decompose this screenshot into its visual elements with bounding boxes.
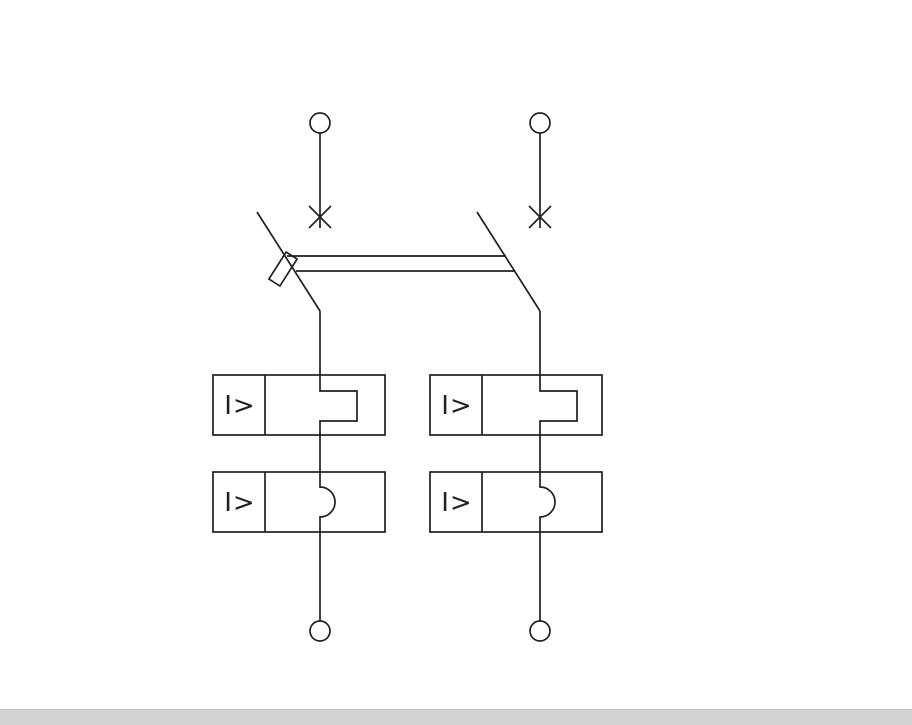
fixed-contact-cross-right	[528, 205, 552, 229]
thermal-release-left	[212, 471, 386, 533]
overcurrent-label: I>	[441, 391, 472, 421]
overcurrent-label: I>	[224, 391, 255, 421]
magnetic-release-symbol	[319, 375, 358, 435]
terminal-top-right	[529, 112, 551, 134]
release-labels: I> I> I> I>	[224, 391, 472, 518]
overcurrent-label: I>	[441, 488, 472, 518]
thermal-release-right	[429, 471, 603, 533]
pole-1	[212, 112, 386, 642]
release-box-outline	[429, 374, 603, 436]
magnetic-release-right	[429, 374, 603, 436]
cross-stroke	[528, 205, 552, 229]
cross-stroke	[308, 205, 332, 229]
fixed-contact-cross-left	[308, 205, 332, 229]
release-box-outline	[212, 471, 386, 533]
pole-2	[429, 112, 603, 642]
overcurrent-label: I>	[224, 488, 255, 518]
window-bottom-bar	[0, 709, 912, 725]
release-box-outline	[212, 374, 386, 436]
switch-blade-right	[476, 211, 541, 312]
thermal-release-symbol	[319, 472, 336, 532]
diagram-strokes	[212, 112, 603, 642]
terminal-top-left	[309, 112, 331, 134]
release-box-outline	[429, 471, 603, 533]
switch-blade-left	[256, 211, 321, 312]
terminal-bottom-right	[529, 620, 551, 642]
magnetic-release-left	[212, 374, 386, 436]
mechanical-coupling-bar	[287, 255, 515, 272]
magnetic-release-symbol	[539, 375, 578, 435]
terminal-bottom-left	[309, 620, 331, 642]
thermal-release-symbol	[539, 472, 556, 532]
